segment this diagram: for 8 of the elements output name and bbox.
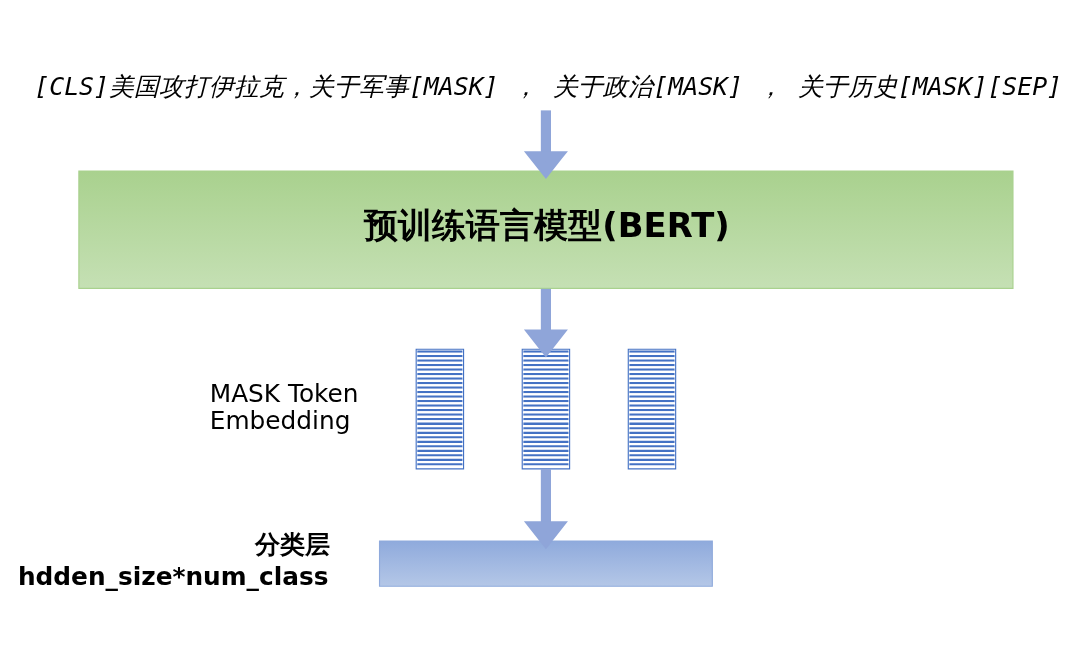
arrow xyxy=(523,468,568,549)
node-text: [CLS]美国攻打伊拉克，关于军事[MASK] ， 关于政治[MASK] ， 关于历史[MASK][SEP] xyxy=(34,71,1063,101)
node-box xyxy=(378,540,713,587)
node-label: MASK Token Embedding xyxy=(209,378,359,435)
node-label: hdden_size*num_class xyxy=(17,561,329,591)
node-box: 预训练语言模型(BERT) xyxy=(78,170,1014,289)
node-label: 分类层 xyxy=(254,529,330,559)
arrow xyxy=(523,109,568,179)
